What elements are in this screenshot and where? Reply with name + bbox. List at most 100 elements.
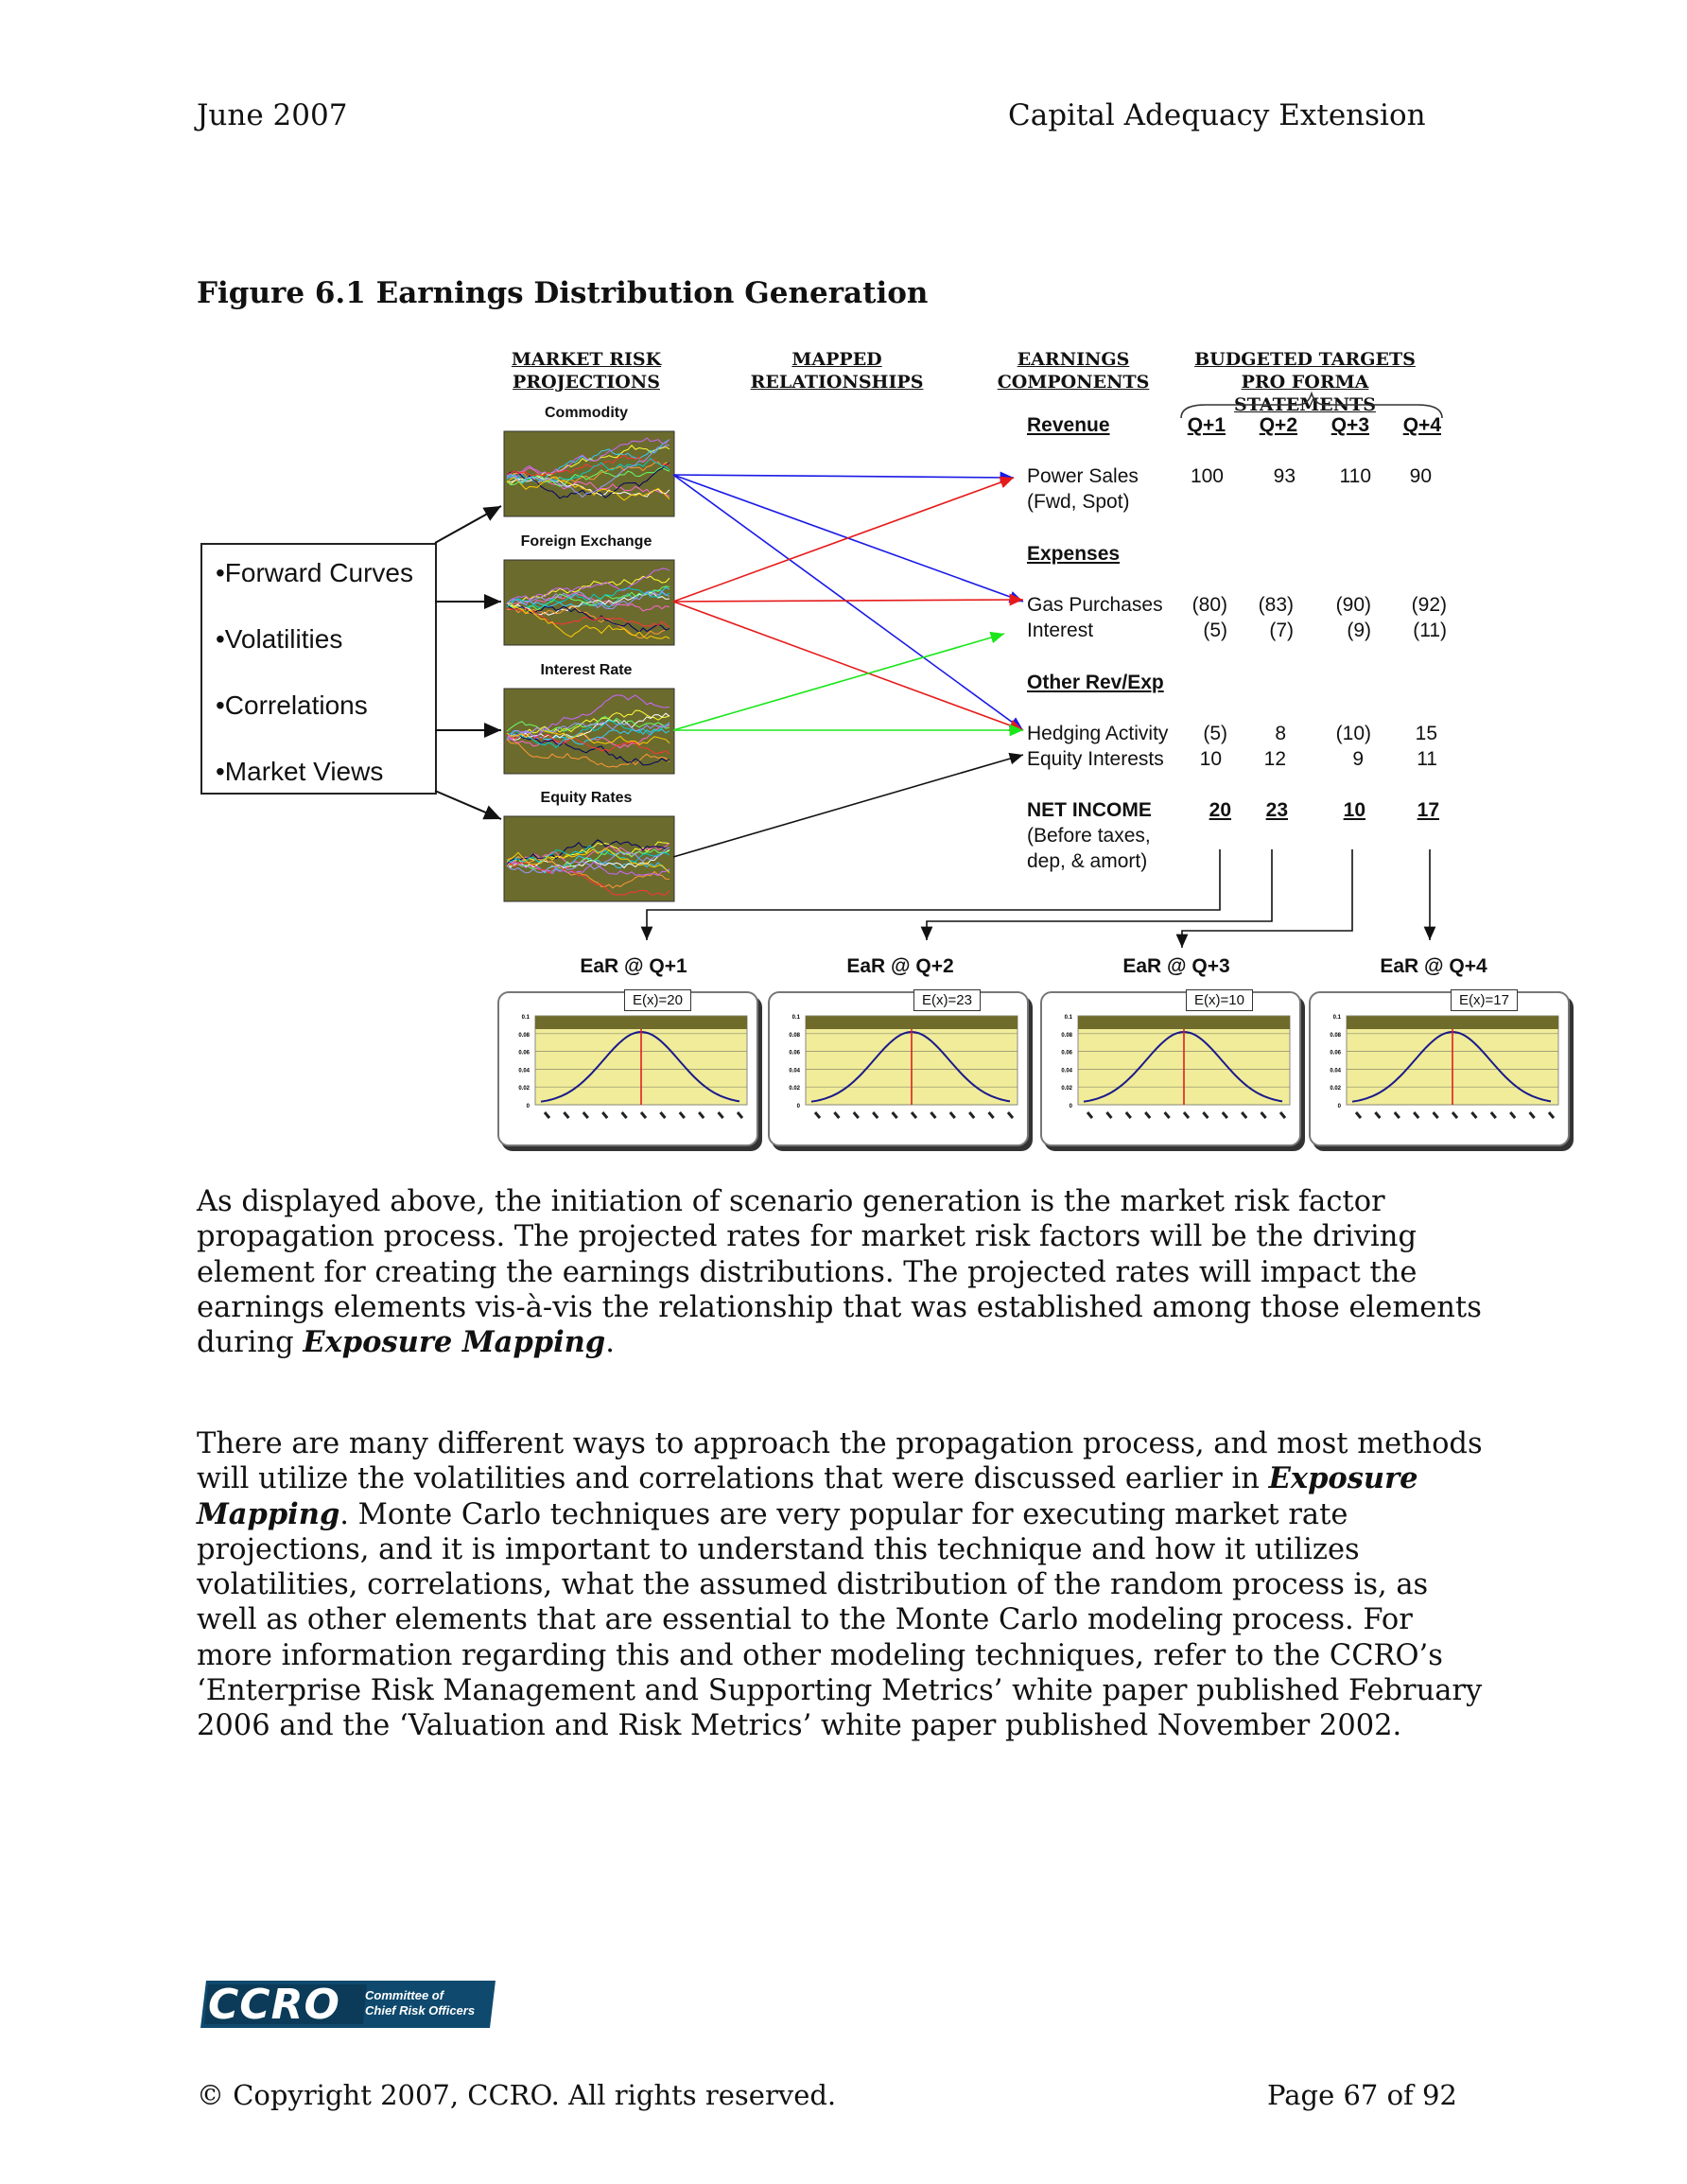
- dist-x-tick: [620, 1111, 628, 1119]
- ear-dist-q1: 0.10.080.060.040.020: [518, 1015, 748, 1119]
- dist-x-tick: [1260, 1111, 1267, 1119]
- input-market-views: •Market Views: [216, 757, 384, 786]
- ex-label-q3: E(x)=10: [1186, 989, 1253, 1011]
- arrow-fx-power: [672, 476, 1015, 603]
- fx-projection-panel: [503, 559, 675, 646]
- simulated-path: [506, 476, 670, 501]
- dist-x-tick: [813, 1111, 822, 1119]
- ear-label-q3: EaR @ Q+3: [1122, 955, 1230, 977]
- net-income-sub1: (Before taxes,: [1027, 825, 1151, 847]
- quarter-header-4: Q+4: [1402, 414, 1441, 436]
- gas-q2: (83): [1258, 594, 1294, 616]
- net-income-sub2: dep, & amort): [1027, 850, 1148, 872]
- dist-x-tick: [987, 1111, 995, 1119]
- dist-x-tick: [1393, 1111, 1400, 1119]
- arrow-input-equity: [434, 790, 502, 820]
- simulated-path: [506, 694, 670, 741]
- dist-x-tick: [1278, 1111, 1287, 1119]
- equity-projection-panel: [503, 815, 675, 902]
- dist-y-tick: 0.1: [1333, 1015, 1342, 1021]
- dist-y-tick: 0.02: [789, 1086, 800, 1092]
- inputs-box: •Forward Curves •Volatilities •Correlati…: [200, 543, 437, 795]
- col-earnings: EARNINGS COMPONENTS: [983, 348, 1163, 393]
- quarter-header-1: Q+1: [1187, 414, 1226, 436]
- dist-x-tick: [1202, 1111, 1209, 1119]
- col-budgeted-line1: BUDGETED TARGETS: [1194, 349, 1416, 370]
- dist-x-tick: [1182, 1111, 1191, 1119]
- paragraph-1-tail: .: [605, 1326, 615, 1360]
- net-income-q3: 10: [1343, 799, 1365, 821]
- panel-label-equity: Equity Rates: [540, 790, 633, 806]
- ear-label-q4: EaR @ Q+4: [1380, 955, 1487, 977]
- simulated-path: [506, 605, 670, 639]
- arrow-fx-gas: [672, 593, 1024, 606]
- simulated-path: [506, 437, 670, 479]
- simulated-path: [506, 603, 670, 639]
- dist-x-tick: [833, 1111, 841, 1119]
- ear-label-q1: EaR @ Q+1: [580, 955, 687, 977]
- dist-x-tick: [852, 1111, 860, 1119]
- ccro-logo: CCRO Committee of Chief Risk Officers: [197, 1979, 499, 2030]
- simulated-path: [506, 841, 670, 865]
- dist-x-tick: [1124, 1111, 1132, 1119]
- simulated-path: [506, 454, 670, 477]
- dist-y-tick: 0.04: [789, 1068, 800, 1074]
- net-income-q2: 23: [1265, 799, 1288, 821]
- paragraph-2-emphasis: Exposure Mapping: [197, 1461, 1418, 1531]
- gas-q1: (80): [1191, 594, 1227, 616]
- paragraph-1: As displayed above, the initiation of sc…: [197, 1184, 1492, 1360]
- arrow-fx-hedging: [672, 601, 1024, 732]
- simulated-path: [506, 862, 670, 896]
- gas-q4: (92): [1411, 594, 1447, 616]
- dist-x-tick: [910, 1111, 918, 1119]
- ex-label-q4: E(x)=17: [1451, 989, 1518, 1011]
- quarter-header-2: Q+2: [1259, 414, 1297, 436]
- panel-label-fx: Foreign Exchange: [520, 533, 652, 550]
- paragraph-2-pre: There are many different ways to approac…: [197, 1427, 1483, 1496]
- dist-x-tick: [1547, 1111, 1556, 1119]
- section-other: Other Rev/Exp: [1027, 672, 1164, 693]
- row-hedging-label: Hedging Activity: [1027, 723, 1169, 744]
- power-sales-q4: 90: [1409, 465, 1432, 487]
- ccro-logo-mark: [200, 1981, 496, 2028]
- dist-x-tick: [1451, 1111, 1459, 1119]
- hedging-q4: 15: [1415, 723, 1437, 744]
- hedging-q2: 8: [1275, 723, 1286, 744]
- simulated-path: [506, 709, 670, 738]
- dist-x-tick: [1432, 1111, 1439, 1119]
- ear-dist-q2: 0.10.080.060.040.020: [789, 1015, 1018, 1119]
- simulated-path: [506, 855, 670, 889]
- dist-y-tick: 0.08: [518, 1033, 530, 1039]
- ccro-logo-line1: Committee of: [365, 1988, 444, 2002]
- dist-x-tick: [1354, 1111, 1363, 1119]
- dist-plot-band: [806, 1016, 1017, 1029]
- simulated-path: [506, 466, 670, 498]
- dist-x-tick: [543, 1111, 551, 1119]
- dist-x-tick: [698, 1111, 705, 1119]
- dist-y-tick: 0.04: [518, 1068, 530, 1074]
- arrow-input-commodity: [434, 505, 502, 544]
- commodity-projection-panel: [503, 430, 675, 517]
- row-power-sales-sub: (Fwd, Spot): [1027, 491, 1130, 513]
- col-earnings-line1: EARNINGS: [1017, 349, 1130, 370]
- dist-x-tick: [872, 1111, 879, 1119]
- simulated-path: [506, 845, 670, 864]
- simulated-path: [506, 461, 670, 484]
- projection-panel-background: [503, 430, 675, 517]
- hedging-q3: (10): [1335, 723, 1371, 744]
- simulated-path: [506, 458, 670, 484]
- dist-y-tick: 0.06: [1330, 1051, 1341, 1057]
- power-sales-q3: 110: [1339, 465, 1371, 487]
- equity-q1: 10: [1199, 748, 1222, 770]
- arrow-commodity-hedging: [672, 474, 1024, 731]
- section-expenses: Expenses: [1027, 543, 1121, 565]
- dist-y-tick: 0.02: [1330, 1086, 1341, 1092]
- dist-x-tick: [1413, 1111, 1420, 1119]
- dist-x-tick: [1006, 1111, 1015, 1119]
- ear-label-q2: EaR @ Q+2: [846, 955, 954, 977]
- dist-y-tick: 0.06: [1061, 1051, 1072, 1057]
- footer-copyright: © Copyright 2007, CCRO. All rights reser…: [197, 2079, 837, 2111]
